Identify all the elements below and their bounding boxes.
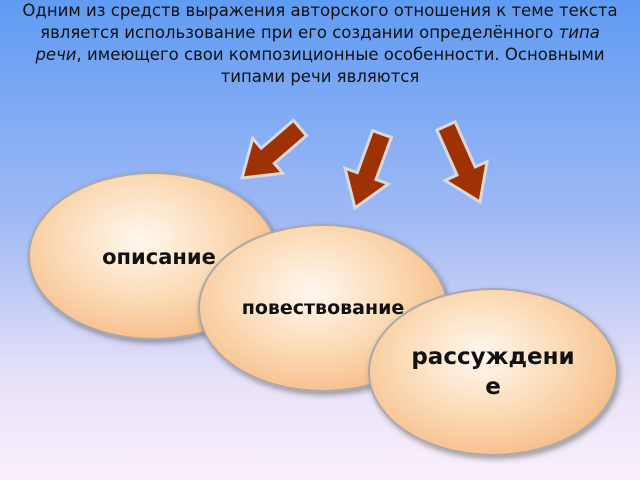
intro-text-after: , имеющего свои композиционные особеннос… <box>76 45 605 86</box>
label-narration: повествование <box>241 297 405 319</box>
label-reasoning: рассуждение <box>411 344 575 400</box>
intro-paragraph: Одним из средств выражения авторского от… <box>18 0 622 88</box>
arrow-left-icon <box>239 118 309 180</box>
arrow-middle-icon <box>342 128 394 211</box>
ellipse-reasoning: рассуждение <box>368 288 618 456</box>
arrow-right-icon <box>434 119 490 205</box>
intro-text-before: Одним из средств выражения авторского от… <box>22 1 618 42</box>
intro-emphasis: типа речи <box>35 23 600 64</box>
label-description: описание <box>102 245 216 269</box>
